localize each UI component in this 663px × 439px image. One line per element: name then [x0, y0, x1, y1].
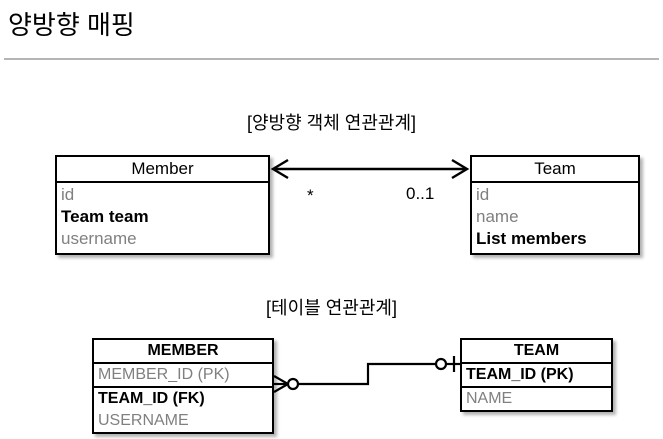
er-table-member: MEMBER MEMBER_ID (PK) TEAM_ID (FK) USERN… — [92, 338, 274, 434]
er-table-team-title: TEAM — [462, 340, 611, 364]
association-double-arrow-icon — [270, 158, 470, 180]
multiplicity-source: * — [307, 186, 314, 205]
class-field: username — [61, 229, 137, 248]
er-column: TEAM_ID (FK) — [98, 390, 205, 407]
er-column: NAME — [466, 390, 513, 407]
class-field: id — [61, 185, 75, 204]
title-divider — [4, 58, 659, 60]
er-column: MEMBER_ID (PK) — [94, 364, 272, 388]
class-field: Team team — [61, 207, 149, 226]
object-diagram-caption: [양방향 객체 연관관계] — [246, 113, 417, 133]
class-box-team: Team id name List members — [470, 155, 640, 255]
class-field: List members — [476, 229, 587, 248]
multiplicity-target: 0..1 — [406, 184, 435, 203]
class-field: name — [476, 207, 519, 226]
er-column: TEAM_ID (PK) — [462, 364, 611, 388]
class-field: id — [476, 185, 490, 204]
page-title: 양방향 매핑 — [8, 10, 135, 40]
er-relationship-connector-icon — [273, 356, 462, 393]
table-diagram-caption: [테이블 연관관계] — [266, 298, 397, 318]
er-table-team: TEAM TEAM_ID (PK) NAME — [460, 338, 613, 412]
class-box-team-title: Team — [472, 157, 638, 183]
class-box-member-title: Member — [57, 157, 268, 183]
class-box-member-fields: id Team team username — [57, 183, 268, 252]
class-box-member: Member id Team team username — [55, 155, 270, 255]
er-column: USERNAME — [98, 412, 189, 429]
class-box-team-fields: id name List members — [472, 183, 638, 252]
er-table-member-title: MEMBER — [94, 340, 272, 364]
